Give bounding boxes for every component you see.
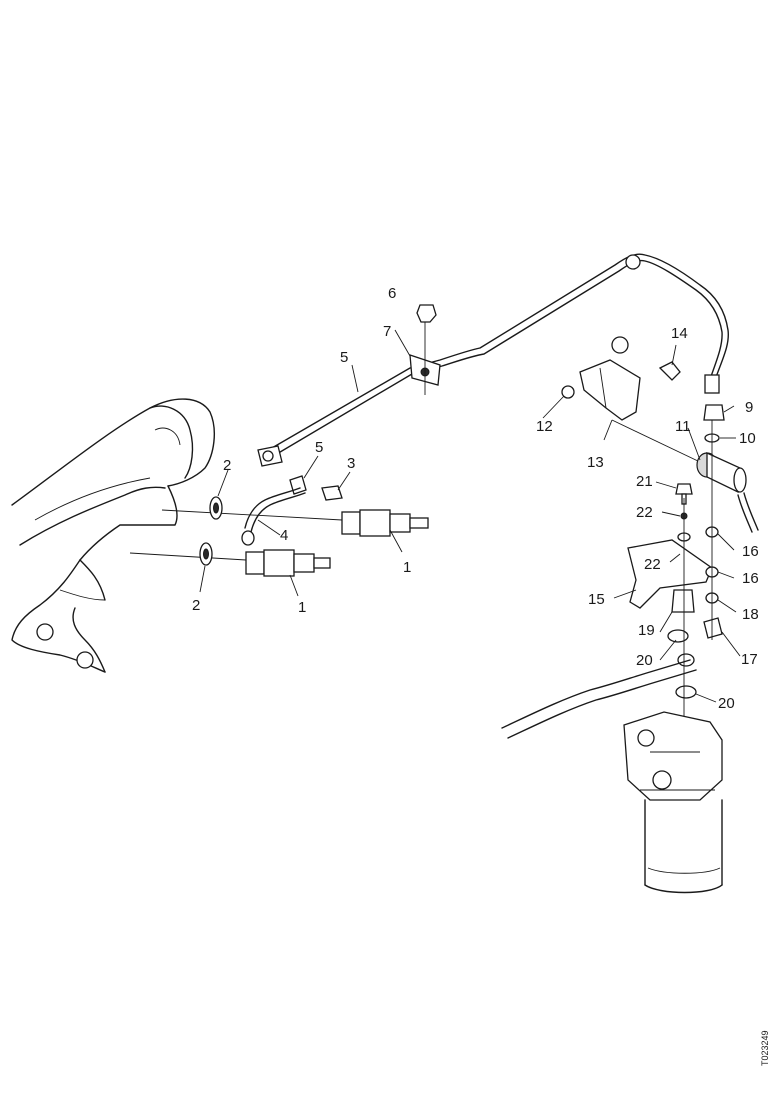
callout-5-upper: 5: [315, 439, 323, 456]
callout-9: 9: [745, 399, 753, 416]
filter-canister: [623, 711, 723, 894]
bracket-15: [627, 539, 713, 609]
gasket-lower: [199, 542, 213, 566]
callout-1-lower: 1: [298, 599, 306, 616]
callout-18: 18: [742, 606, 759, 623]
callout-7: 7: [383, 323, 391, 340]
callout-14: 14: [671, 325, 688, 342]
callout-6: 6: [388, 285, 396, 302]
callout-labels: 1 1 2 2 3 4 5 6 7 5 9 10 11 12 13 14 15 …: [192, 285, 759, 712]
figure-reference: T023249: [760, 1030, 770, 1066]
nut-3: [321, 485, 343, 501]
brake-pipe-lower: [501, 659, 697, 739]
washers-20: [667, 629, 697, 699]
sensor-pipe-4: [241, 487, 306, 546]
gasket-upper: [209, 496, 223, 520]
bolt-12: [561, 385, 575, 399]
callout-16-upper: 16: [742, 543, 759, 560]
callout-11: 11: [675, 418, 691, 435]
callout-12: 12: [536, 418, 553, 435]
pipe-clip: [409, 318, 441, 395]
callout-leaders: [199, 329, 741, 703]
callout-2-upper: 2: [223, 457, 231, 474]
callout-22-lower: 22: [644, 556, 661, 573]
exhaust-manifold-outline: [11, 398, 216, 673]
temperature-sensor-upper: [161, 509, 429, 553]
callout-2-lower: 2: [192, 597, 200, 614]
callout-19: 19: [638, 622, 655, 639]
fitting-9: [703, 404, 725, 421]
callout-21: 21: [636, 473, 653, 490]
temperature-sensor-lower: [129, 549, 331, 597]
bracket-13: [579, 336, 641, 441]
pipe-union: [257, 445, 307, 495]
clip-nut: [416, 304, 437, 323]
callout-17: 17: [741, 651, 758, 668]
callout-22-upper: 22: [636, 504, 653, 521]
callout-13: 13: [587, 454, 604, 471]
callout-3: 3: [347, 455, 355, 472]
callout-1-upper: 1: [403, 559, 411, 576]
callout-20-upper: 20: [636, 652, 653, 669]
callout-15: 15: [588, 591, 605, 608]
callout-5-lower: 5: [340, 349, 348, 366]
brake-pipe-upper: [264, 253, 730, 459]
bolt-14: [658, 344, 681, 381]
callout-20-lower: 20: [718, 695, 735, 712]
callout-10: 10: [739, 430, 756, 447]
callout-4: 4: [280, 527, 288, 544]
callout-16-lower: 16: [742, 570, 759, 587]
